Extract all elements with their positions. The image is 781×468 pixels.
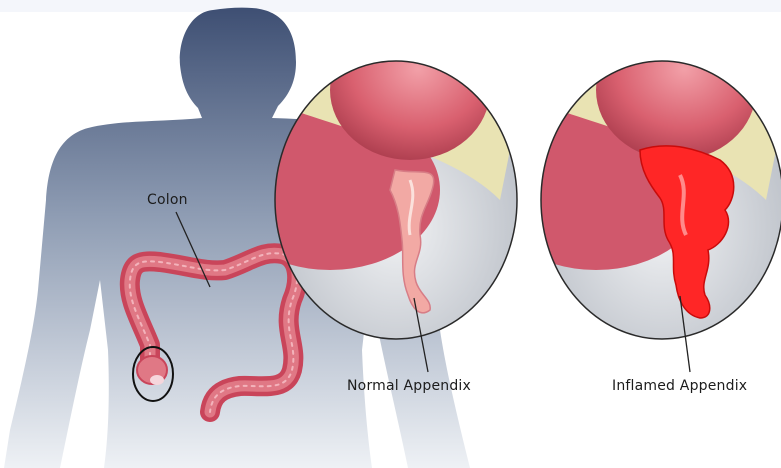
inflamed-appendix-magnified: [486, 20, 781, 339]
inflamed-appendix-label: Inflamed Appendix: [612, 378, 747, 394]
top-banner: [0, 0, 781, 12]
colon-label: Colon: [147, 192, 188, 208]
normal-appendix-label: Normal Appendix: [347, 378, 471, 394]
